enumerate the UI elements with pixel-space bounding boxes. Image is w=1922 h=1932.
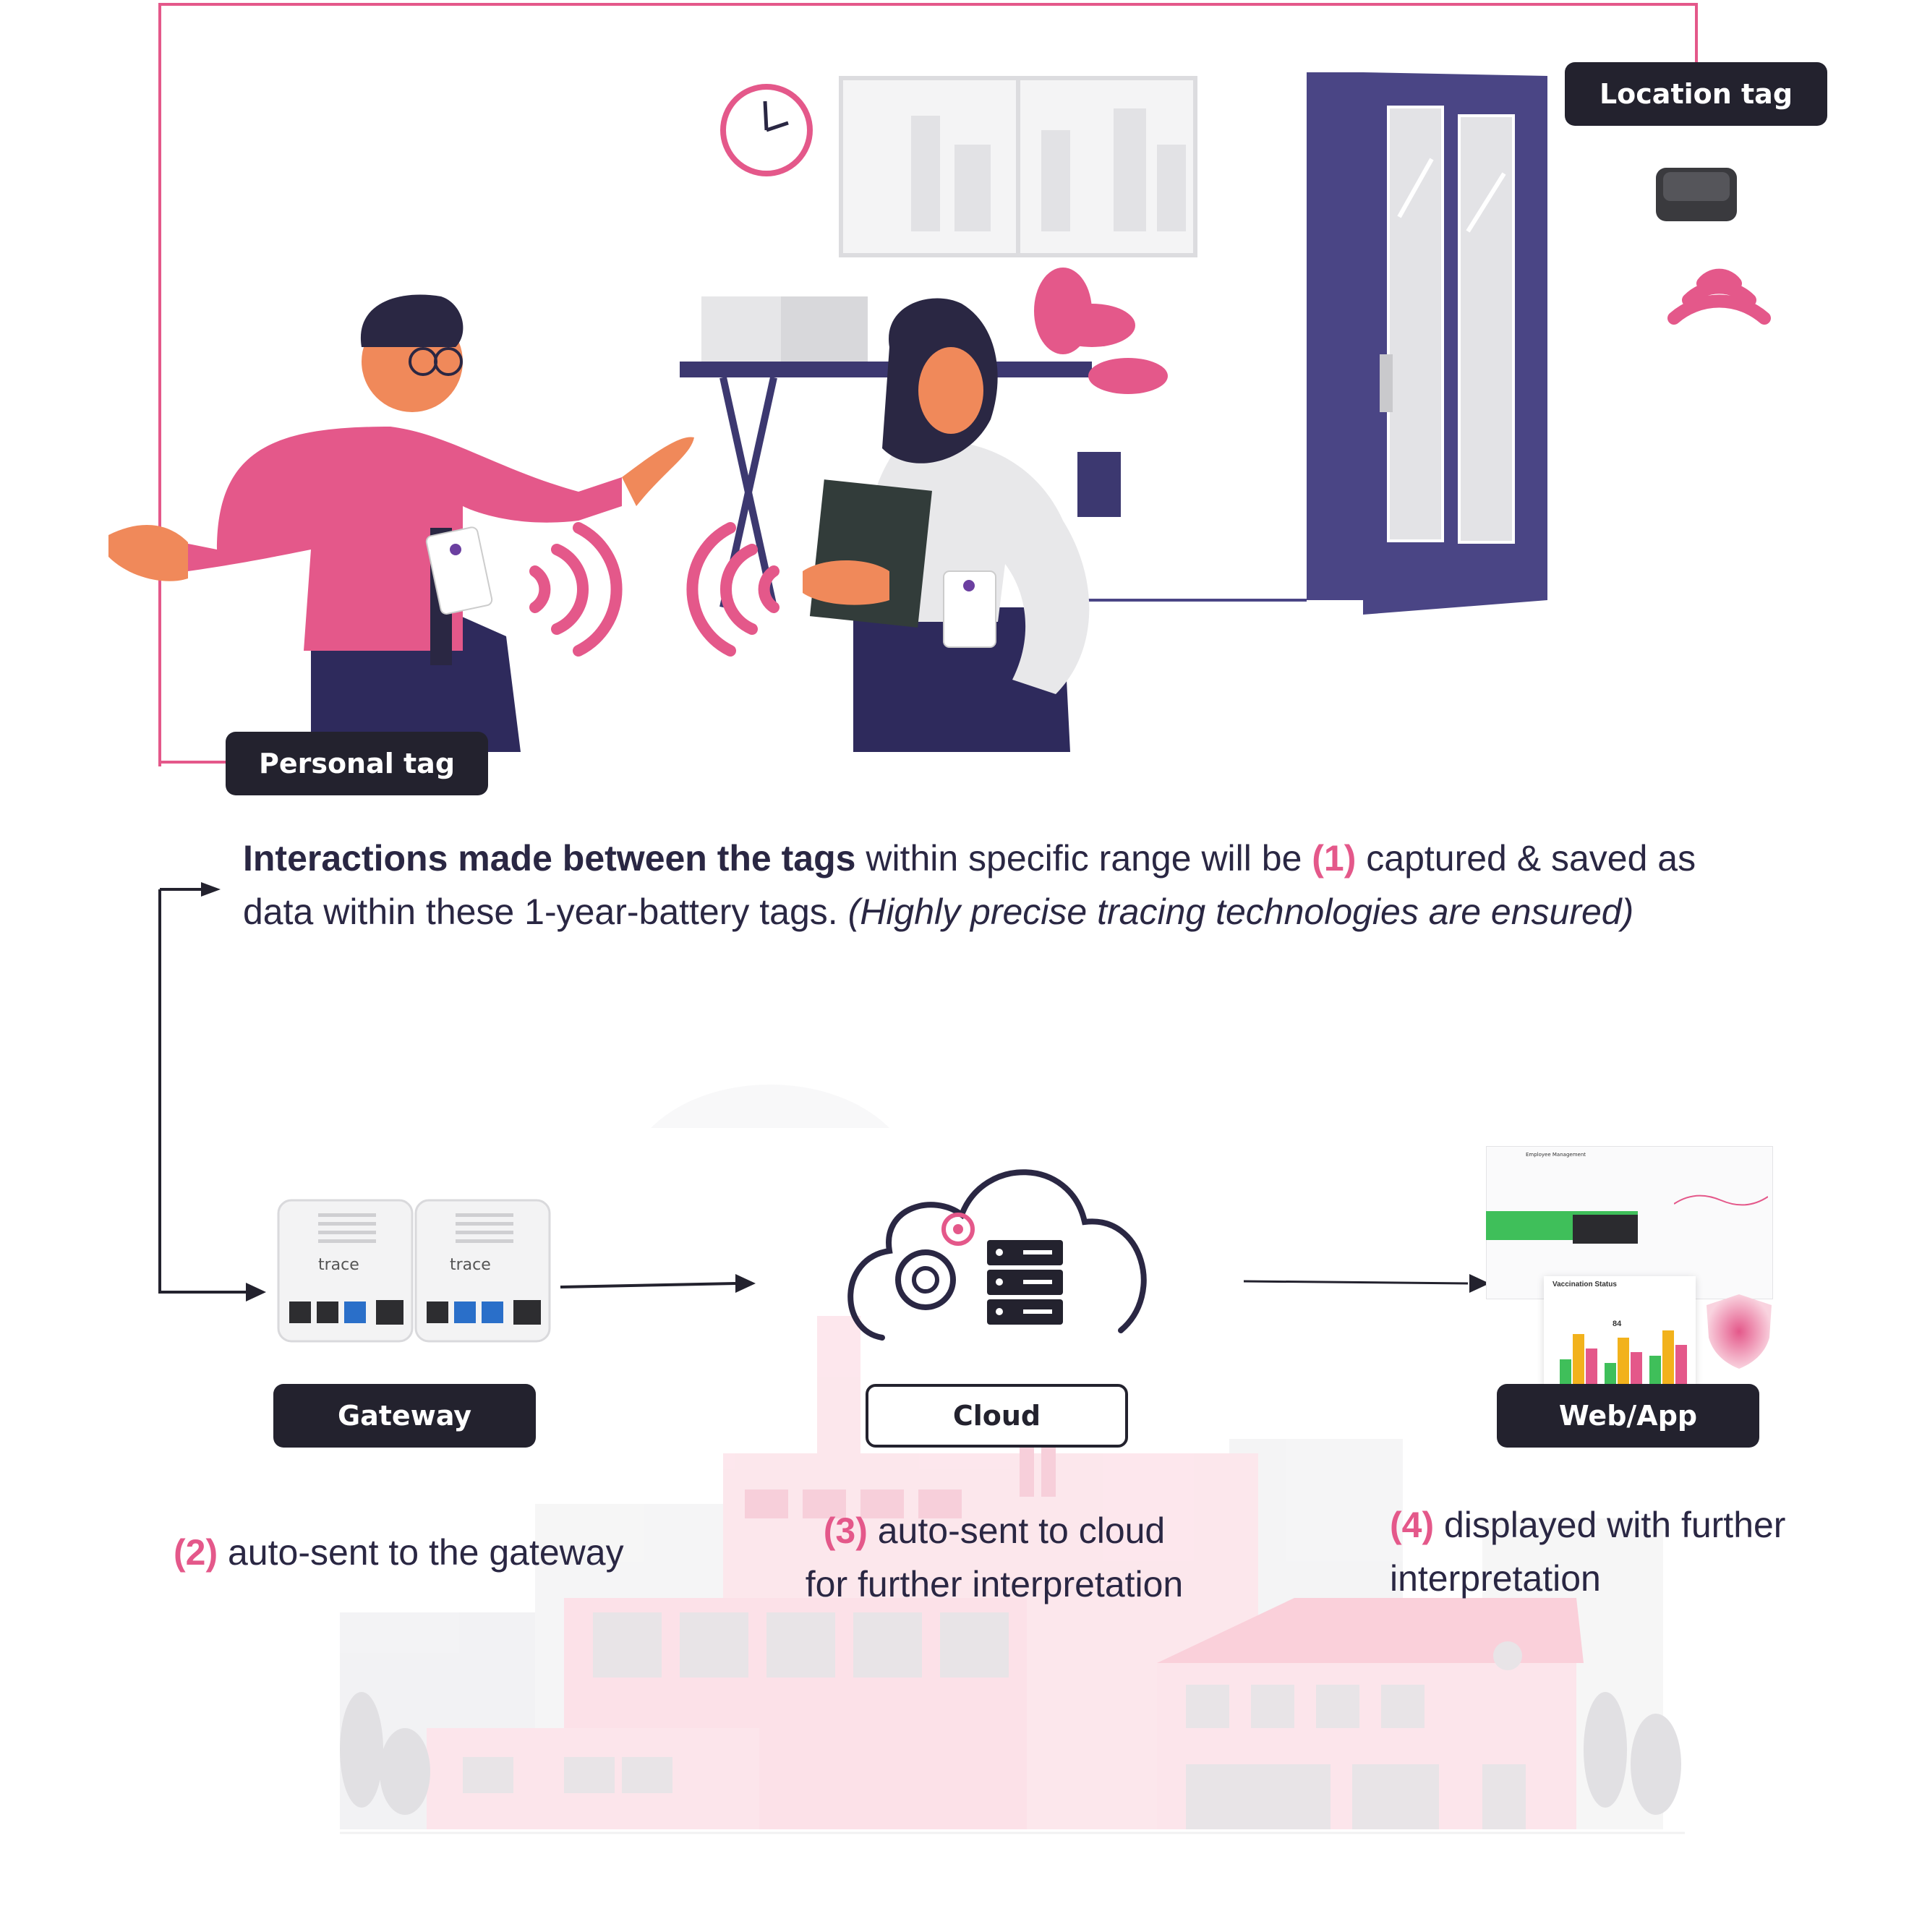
step-2-description: (2) auto-sent to the gateway	[174, 1526, 624, 1579]
step-3-line1: (3) auto-sent to cloud	[799, 1504, 1189, 1557]
gateway-label: Gateway	[273, 1384, 536, 1448]
man-character	[108, 294, 694, 752]
step-3-number: (3)	[823, 1510, 868, 1551]
arrow-to-gateway-icon	[246, 1283, 266, 1301]
gateway-brand-left: trace	[318, 1256, 359, 1274]
dashboard-value: 84	[1613, 1320, 1622, 1328]
step-4-line1: (4) displayed with further	[1390, 1498, 1785, 1552]
step-4-description: (4) displayed with further interpretatio…	[1390, 1498, 1785, 1605]
interaction-description: Interactions made between the tags withi…	[243, 832, 1761, 939]
interaction-description-part2: captured & saved as data within these 1-…	[243, 838, 1696, 932]
dashboard-header: Employee Management	[1526, 1152, 1586, 1158]
gateway-brand-right: trace	[450, 1256, 491, 1274]
arrow-to-webapp-icon	[1469, 1274, 1490, 1293]
clock-icon	[720, 84, 813, 176]
interaction-description-bold: Interactions made between the tags	[243, 838, 856, 879]
window-icon	[839, 76, 1197, 257]
gear-small-icon	[941, 1213, 975, 1246]
webapp-label: Web/App	[1497, 1384, 1759, 1448]
step-1-number: (1)	[1312, 838, 1357, 879]
webapp-dashboard-screenshot: Employee Management Vaccination Status 8…	[1486, 1146, 1773, 1392]
signal-waves-icon	[529, 522, 780, 657]
cloud-label: Cloud	[866, 1384, 1128, 1448]
arrow-to-cloud-icon	[735, 1274, 756, 1293]
personal-tag-label: Personal tag	[226, 732, 488, 795]
door-icon	[1085, 72, 1547, 615]
location-tag-label: Location tag	[1565, 62, 1827, 126]
step-2-number: (2)	[174, 1532, 218, 1573]
step-4-line2: interpretation	[1390, 1558, 1601, 1599]
dashboard-panel-title: Vaccination Status	[1552, 1281, 1617, 1288]
gateway-left-box-icon	[277, 1199, 414, 1343]
step-3-line2: for further interpretation	[805, 1564, 1184, 1604]
cloud-server-icon	[847, 1169, 1147, 1341]
location-tag-device-icon	[1656, 168, 1771, 325]
step-2-text: auto-sent to the gateway	[218, 1532, 624, 1573]
step-4-number: (4)	[1390, 1505, 1435, 1545]
server-icon	[987, 1240, 1063, 1325]
shield-icon	[1707, 1294, 1772, 1369]
step-3-description: (3) auto-sent to cloud for further inter…	[799, 1504, 1189, 1611]
arrow-to-text-icon	[201, 882, 221, 897]
office-scene-illustration	[108, 3, 1771, 766]
step-4-text: displayed with further	[1434, 1505, 1786, 1545]
interaction-description-italic: (Highly precise tracing technologies are…	[847, 892, 1634, 932]
interaction-description-part1: within specific range will be	[855, 838, 1312, 879]
step-3-text: auto-sent to cloud	[867, 1510, 1166, 1551]
gear-large-icon	[895, 1249, 956, 1310]
woman-character	[803, 298, 1090, 752]
gateway-device-illustration	[277, 1199, 551, 1343]
gateway-right-box-icon	[414, 1199, 551, 1343]
